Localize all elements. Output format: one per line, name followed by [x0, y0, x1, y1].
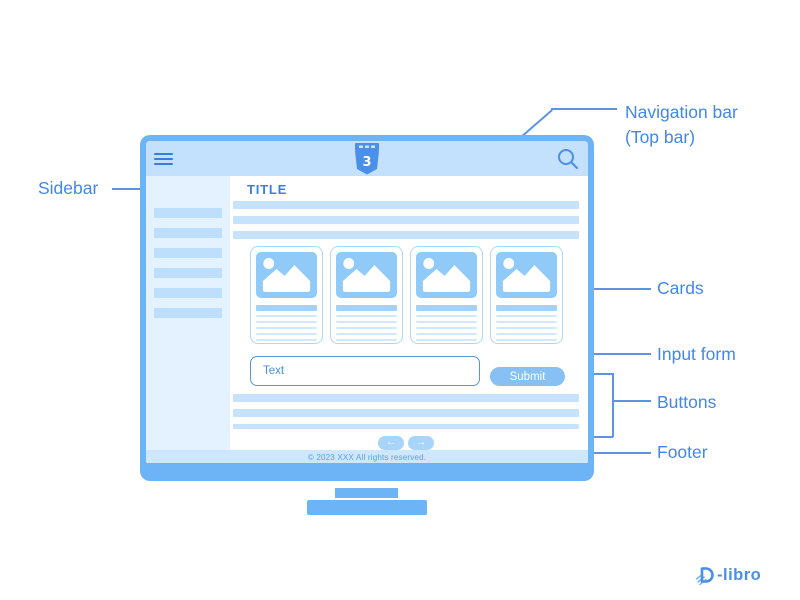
card-text-line — [496, 320, 558, 323]
connector-line-buttons — [613, 400, 651, 402]
connector-line-sidebar — [112, 188, 163, 190]
search-icon[interactable] — [556, 147, 580, 171]
card[interactable] — [490, 246, 564, 344]
card-title-bar — [336, 305, 398, 311]
annotation-cards: Cards — [657, 278, 704, 298]
card-image-icon — [336, 252, 398, 298]
card-text-line — [336, 338, 398, 341]
card-image-icon — [416, 252, 478, 298]
card[interactable] — [410, 246, 484, 344]
annotation-navigation-bar: Navigation bar (Top bar) — [625, 100, 738, 150]
connector-line-buttons-vertical — [612, 373, 614, 437]
sidebar-item[interactable] — [154, 208, 222, 218]
card-text-line — [336, 332, 398, 335]
card-text-line — [416, 320, 478, 323]
page-title: TITLE — [247, 182, 288, 197]
mockup-footer: © 2023 XXX All rights reserved. — [146, 450, 588, 463]
browser-screen: 3 TITLE — [146, 141, 588, 463]
card-image-icon — [496, 252, 558, 298]
monitor-frame: 3 TITLE — [140, 135, 594, 481]
connector-line-navbar — [551, 108, 617, 110]
intro-text-lines — [233, 201, 579, 239]
card-text-line — [496, 338, 558, 341]
text-line — [233, 231, 579, 239]
card-text-line — [416, 314, 478, 317]
annotation-navigation-bar-line1: Navigation bar — [625, 102, 738, 122]
monitor-stand-neck — [335, 488, 398, 498]
card-title-bar — [416, 305, 478, 311]
card-title-bar — [496, 305, 558, 311]
text-line — [233, 216, 579, 224]
sidebar-item[interactable] — [154, 248, 222, 258]
mockup-content: TITLE — [230, 176, 588, 450]
sidebar-item[interactable] — [154, 228, 222, 238]
footer-copyright-text: © 2023 XXX All rights reserved. — [307, 453, 427, 462]
card-text-line — [416, 326, 478, 329]
sidebar-item[interactable] — [154, 288, 222, 298]
annotation-footer: Footer — [657, 442, 708, 462]
card-text-line — [496, 314, 558, 317]
svg-text:3: 3 — [362, 155, 371, 170]
annotation-sidebar: Sidebar — [38, 178, 99, 198]
card-text-line — [256, 314, 318, 317]
card-text-line — [336, 320, 398, 323]
annotation-buttons: Buttons — [657, 392, 717, 412]
text-input[interactable]: Text — [250, 356, 481, 386]
card-text-line — [256, 326, 318, 329]
card-text-line — [496, 332, 558, 335]
monitor-stand-base — [307, 500, 427, 515]
card-text-line — [416, 338, 478, 341]
annotation-navigation-bar-line2: (Top bar) — [625, 127, 696, 147]
cards-row — [250, 246, 564, 344]
sidebar-item[interactable] — [154, 308, 222, 318]
connector-line-footer — [566, 452, 651, 454]
dlibro-book-icon — [695, 567, 714, 586]
card-text-line — [336, 326, 398, 329]
card-title-bar — [256, 305, 318, 311]
next-page-button[interactable]: → — [408, 436, 434, 450]
text-line — [233, 201, 579, 209]
sidebar-item[interactable] — [154, 268, 222, 278]
body-text-lines — [233, 394, 579, 429]
text-line — [233, 424, 579, 429]
text-input-value: Text — [263, 365, 285, 377]
prev-page-button[interactable]: ← — [378, 436, 404, 450]
card-text-line — [256, 338, 318, 341]
submit-button[interactable]: Submit — [490, 367, 566, 386]
text-line — [233, 394, 579, 402]
form-row: Text Submit — [250, 356, 579, 386]
annotation-input-form: Input form — [657, 344, 736, 364]
card-text-line — [336, 314, 398, 317]
css3-logo-icon: 3 — [355, 143, 379, 175]
text-line — [233, 409, 579, 417]
mockup-sidebar — [146, 176, 231, 450]
pagination: ← → — [233, 436, 579, 450]
mockup-navbar: 3 — [146, 141, 588, 176]
card[interactable] — [250, 246, 324, 344]
card-text-line — [256, 332, 318, 335]
card-text-line — [256, 320, 318, 323]
card-text-line — [496, 326, 558, 329]
card[interactable] — [330, 246, 404, 344]
mockup-body: TITLE — [146, 176, 588, 450]
menu-icon[interactable] — [154, 152, 173, 165]
card-image-icon — [256, 252, 318, 298]
connector-line-cards — [581, 288, 651, 290]
dlibro-logo-text: -libro — [717, 566, 762, 584]
dlibro-logo: -libro — [695, 565, 761, 586]
card-text-line — [416, 332, 478, 335]
